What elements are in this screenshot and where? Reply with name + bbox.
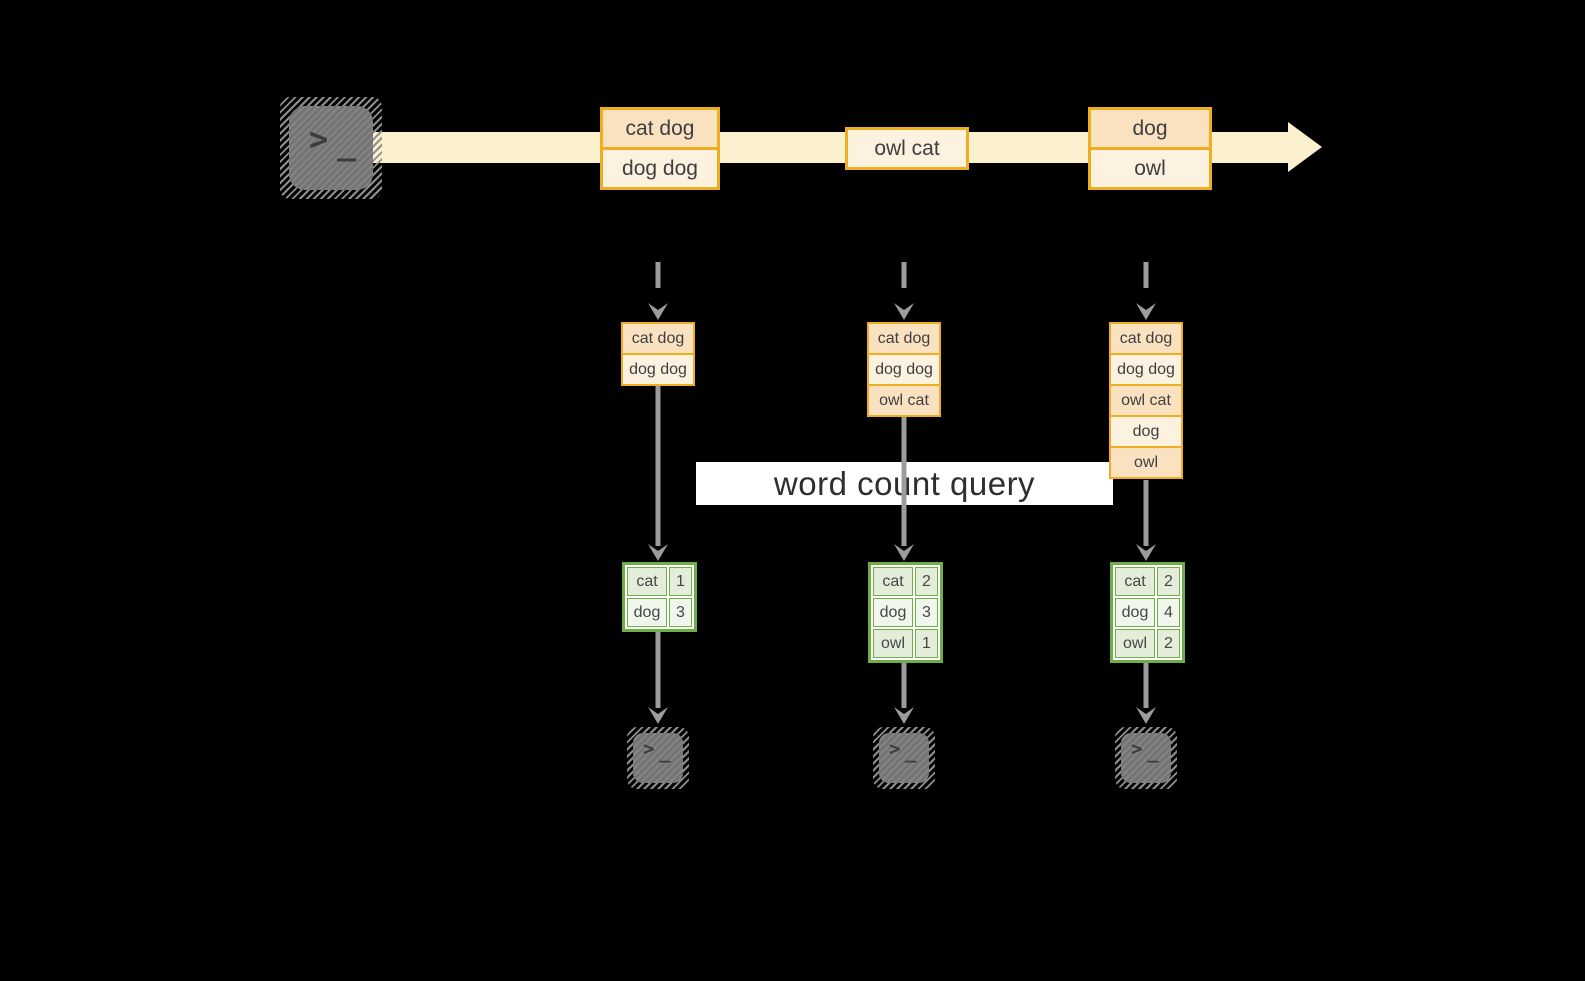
prompt-chevron-glyph: >: [889, 738, 901, 760]
prompt-cursor-glyph: _: [659, 741, 671, 763]
prompt-cursor-glyph: _: [1147, 741, 1159, 763]
arrow-counts-to-sink-col1: [648, 631, 668, 724]
dashed-arrow-col3: [1136, 262, 1156, 320]
terminal-screen: > _: [1121, 733, 1171, 783]
terminal-screen: > _: [289, 106, 373, 190]
input-stack-batch-1: cat dog dog dog: [621, 322, 695, 386]
word-count-table-2: cat 2 dog 3 owl 1: [868, 562, 943, 663]
stream-event-line: owl cat: [848, 130, 966, 167]
count-word-cell: owl: [873, 629, 913, 658]
input-line: cat dog: [621, 322, 695, 355]
input-line: dog dog: [867, 353, 941, 386]
count-word-cell: dog: [627, 598, 667, 627]
terminal-screen: > _: [633, 733, 683, 783]
terminal-sink-icon-2: > _: [873, 727, 935, 789]
word-count-table-3: cat 2 dog 4 owl 2: [1110, 562, 1185, 663]
count-value-cell: 2: [1157, 629, 1180, 658]
arrow-counts-to-sink-col3: [1136, 660, 1156, 724]
count-value-cell: 3: [915, 598, 938, 627]
prompt-cursor-glyph: _: [337, 124, 357, 162]
arrow-stack-to-counts-col2: [894, 417, 914, 561]
count-word-cell: owl: [1115, 629, 1155, 658]
count-value-cell: 3: [669, 598, 692, 627]
stream-event-line: dog: [1091, 110, 1209, 147]
arrow-counts-to-sink-col2: [894, 660, 914, 724]
dashed-arrow-col1: [648, 262, 668, 320]
word-count-table-1: cat 1 dog 3: [622, 562, 697, 632]
arrow-stack-to-counts-col1: [648, 386, 668, 561]
prompt-chevron-glyph: >: [643, 738, 655, 760]
input-stack-batch-3: cat dog dog dog owl cat dog owl: [1109, 322, 1183, 479]
count-word-cell: dog: [873, 598, 913, 627]
stream-event-batch-3: dog owl: [1088, 107, 1212, 190]
input-line: cat dog: [867, 322, 941, 355]
stream-event-line: owl: [1091, 147, 1209, 187]
count-word-cell: cat: [1115, 567, 1155, 596]
count-value-cell: 4: [1157, 598, 1180, 627]
input-line: dog: [1109, 415, 1183, 448]
prompt-chevron-glyph: >: [309, 120, 329, 158]
count-value-cell: 2: [915, 567, 938, 596]
input-line: owl cat: [867, 384, 941, 417]
input-line: dog dog: [1109, 353, 1183, 386]
input-line: owl cat: [1109, 384, 1183, 417]
terminal-sink-icon-3: > _: [1115, 727, 1177, 789]
input-line: cat dog: [1109, 322, 1183, 355]
prompt-cursor-glyph: _: [905, 741, 917, 763]
arrow-stack-to-counts-col3: [1136, 480, 1156, 561]
count-value-cell: 1: [915, 629, 938, 658]
count-word-cell: cat: [873, 567, 913, 596]
terminal-sink-icon-1: > _: [627, 727, 689, 789]
dashed-arrow-col2: [894, 262, 914, 320]
stream-event-line: cat dog: [603, 110, 717, 147]
stream-arrowhead-icon: [1288, 122, 1322, 172]
stream-event-batch-1: cat dog dog dog: [600, 107, 720, 190]
count-word-cell: dog: [1115, 598, 1155, 627]
terminal-screen: > _: [879, 733, 929, 783]
stream-event-line: dog dog: [603, 147, 717, 187]
count-word-cell: cat: [627, 567, 667, 596]
count-value-cell: 1: [669, 567, 692, 596]
stream-event-batch-2: owl cat: [845, 127, 969, 170]
input-line: dog dog: [621, 353, 695, 386]
count-value-cell: 2: [1157, 567, 1180, 596]
prompt-chevron-glyph: >: [1131, 738, 1143, 760]
input-stack-batch-2: cat dog dog dog owl cat: [867, 322, 941, 417]
input-line: owl: [1109, 446, 1183, 479]
terminal-source-icon: > _: [280, 97, 382, 199]
